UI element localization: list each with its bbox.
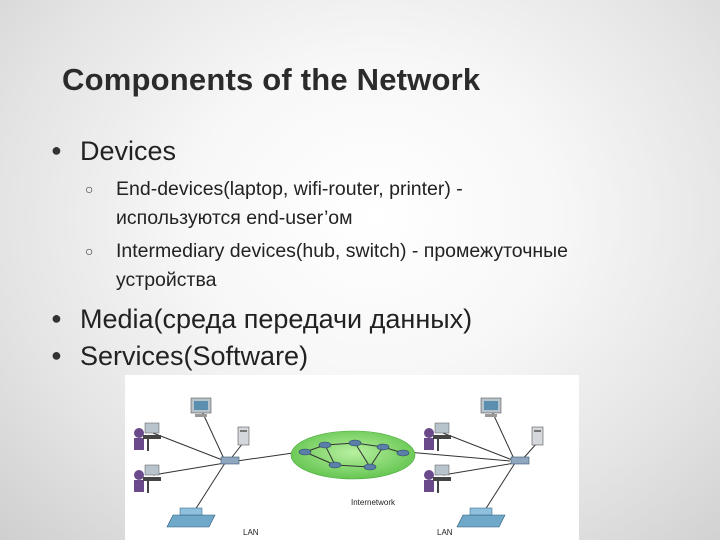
switch-icon bbox=[510, 456, 530, 465]
left-lan: LAN bbox=[134, 397, 259, 537]
intermediary-line1: Intermediary devices(hub, switch) - пром… bbox=[116, 240, 568, 262]
bullet-devices-text: Devices bbox=[80, 136, 177, 166]
server-tower-icon bbox=[531, 426, 544, 446]
user-workstation-icon bbox=[134, 422, 161, 451]
bullet-media: ● Media(среда передачи данных) bbox=[51, 304, 473, 335]
desktop-monitor-icon bbox=[190, 397, 212, 417]
network-diagram: LAN Internetwork bbox=[125, 375, 579, 540]
label-lan-right: LAN bbox=[437, 528, 453, 537]
intermediary-line2: устройства bbox=[116, 269, 217, 291]
bullet-dot: ● bbox=[51, 345, 62, 365]
bullet-dot: ● bbox=[51, 140, 62, 160]
bullet-services: ● Services(Software) bbox=[51, 341, 309, 372]
server-tower-icon bbox=[237, 426, 250, 446]
label-internetwork: Internetwork bbox=[351, 498, 396, 507]
bullet-services-text: Services(Software) bbox=[80, 341, 309, 371]
switch-icon bbox=[220, 456, 240, 465]
user-workstation-icon bbox=[424, 422, 451, 451]
label-lan-left: LAN bbox=[243, 528, 259, 537]
user-workstation-icon bbox=[134, 464, 161, 493]
bullet-media-text: Media(среда передачи данных) bbox=[80, 304, 473, 334]
internetwork-cloud bbox=[290, 430, 416, 480]
right-lan: LAN bbox=[424, 397, 544, 537]
ip-phone-icon bbox=[166, 507, 216, 528]
router-icons bbox=[298, 439, 410, 471]
end-devices-line1: End-devices(laptop, wifi-router, printer… bbox=[116, 178, 463, 200]
user-workstation-icon bbox=[424, 464, 451, 493]
bullet-devices: ● Devices bbox=[51, 136, 177, 167]
slide-title: Components of the Network bbox=[62, 62, 481, 97]
sub-bullet-intermediary: ○ Intermediary devices(hub, switch) - пр… bbox=[85, 237, 568, 295]
ip-phone-icon bbox=[456, 507, 506, 528]
sub-bullet-circle: ○ bbox=[85, 181, 94, 197]
end-devices-line2: используются end-user’ом bbox=[116, 207, 353, 229]
sub-bullet-circle: ○ bbox=[85, 243, 94, 259]
bullet-dot: ● bbox=[51, 308, 62, 328]
desktop-monitor-icon bbox=[480, 397, 502, 417]
sub-bullet-end-devices: ○ End-devices(laptop, wifi-router, print… bbox=[85, 175, 463, 233]
network-diagram-svg: LAN Internetwork bbox=[134, 397, 544, 537]
